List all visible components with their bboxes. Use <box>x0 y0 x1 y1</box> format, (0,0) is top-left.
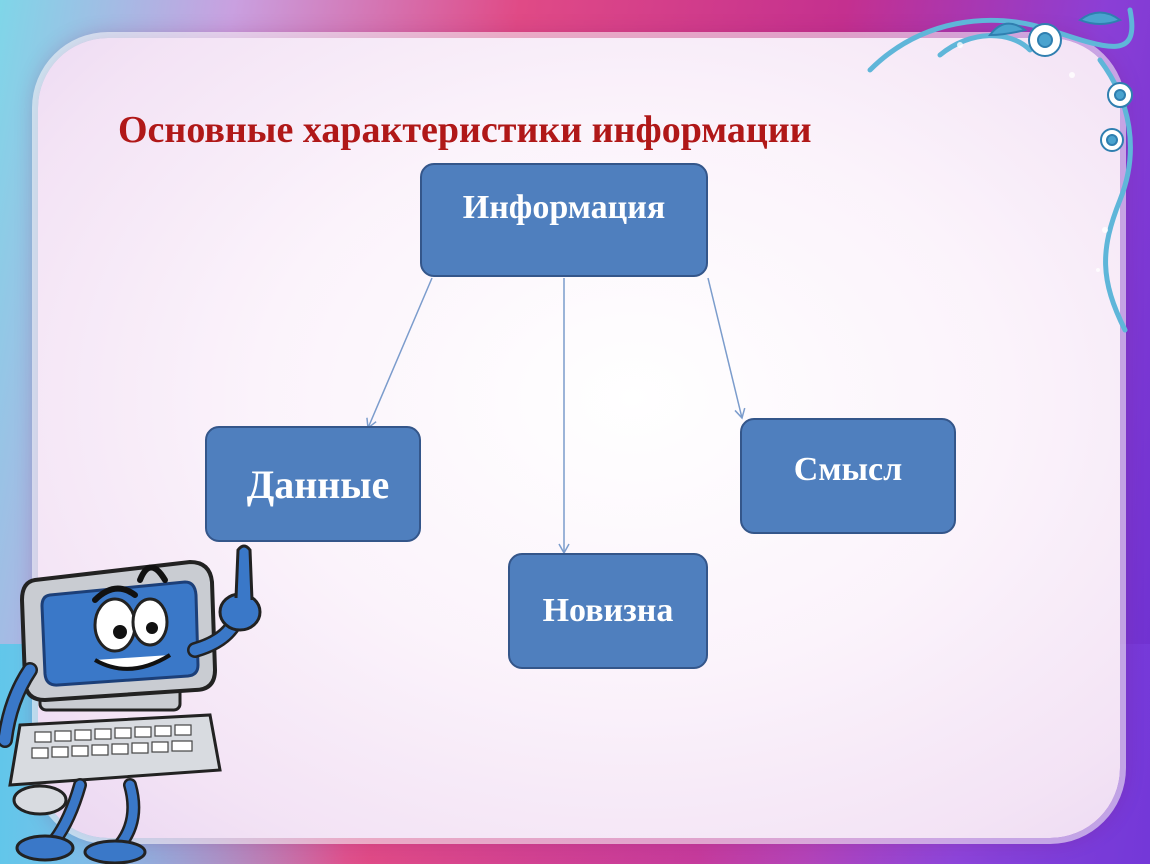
node-information: Информация <box>420 163 708 277</box>
node-information-label: Информация <box>462 189 666 226</box>
node-meaning-label: Смысл <box>793 451 903 488</box>
slide-title: Основные характеристики информации <box>118 109 812 151</box>
node-data-label: Данные <box>246 461 390 507</box>
node-novelty-label: Новизна <box>542 592 674 629</box>
node-novelty: Новизна <box>508 553 708 669</box>
computer-mascot-icon <box>0 544 262 864</box>
node-meaning: Смысл <box>740 418 956 534</box>
node-data: Данные <box>205 426 421 542</box>
